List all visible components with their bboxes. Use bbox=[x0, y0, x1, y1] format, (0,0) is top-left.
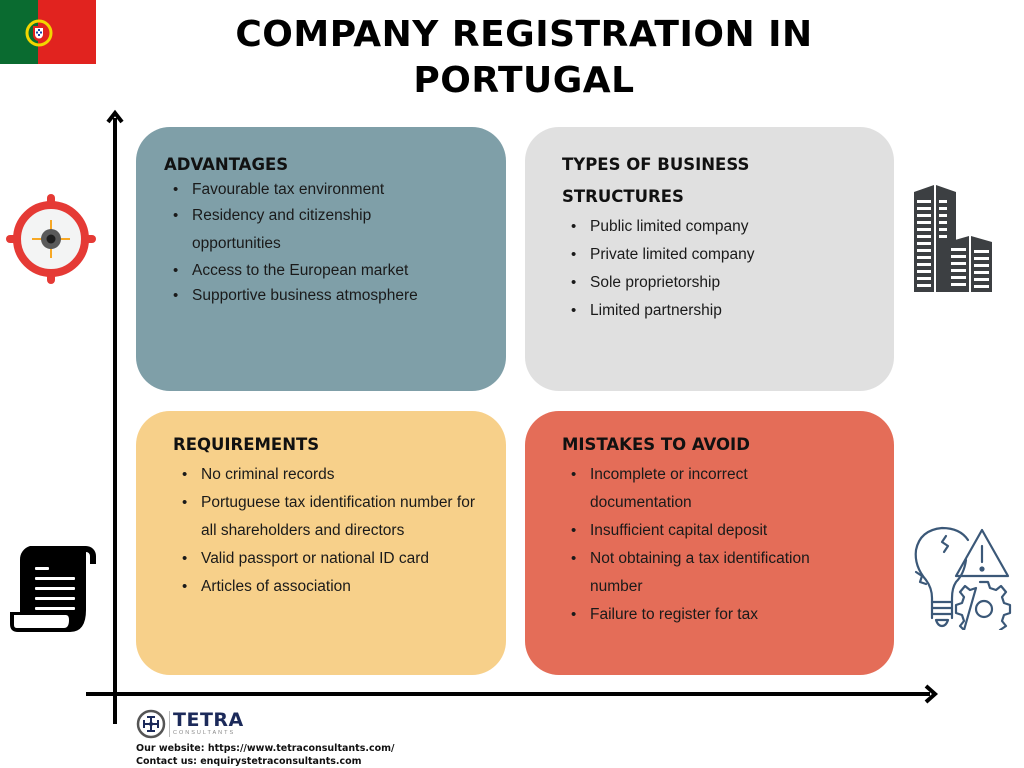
logo-subtitle: CONSULTANTS bbox=[173, 730, 236, 736]
tetra-logo-icon bbox=[136, 709, 166, 739]
list-item: Portuguese tax identification number for… bbox=[173, 489, 478, 545]
list-item: Limited partnership bbox=[562, 297, 894, 325]
footer: TETRA CONSULTANTS Our website: https://w… bbox=[136, 708, 395, 768]
title-line-2: PORTUGAL bbox=[413, 60, 635, 101]
list-item: Valid passport or national ID card bbox=[173, 545, 506, 573]
list-item: Access to the European market bbox=[164, 258, 506, 283]
buildings-icon bbox=[914, 185, 992, 292]
list-item: No criminal records bbox=[173, 461, 506, 489]
scroll-document-icon bbox=[10, 546, 96, 632]
mistakes-card: MISTAKES TO AVOID Incomplete or incorrec… bbox=[525, 411, 894, 675]
arrow-up-icon bbox=[106, 109, 124, 124]
list-item: Public limited company bbox=[562, 213, 894, 241]
mistakes-list: Incomplete or incorrect documentation In… bbox=[562, 461, 894, 629]
business-structures-list: Public limited company Private limited c… bbox=[562, 213, 894, 325]
business-structures-card: TYPES OF BUSINESS STRUCTURES Public limi… bbox=[525, 127, 894, 391]
list-item: Favourable tax environment bbox=[164, 177, 506, 202]
website-line[interactable]: Our website: https://www.tetraconsultant… bbox=[136, 743, 395, 754]
list-item: Not obtaining a tax identification numbe… bbox=[562, 545, 837, 601]
list-item: Private limited company bbox=[562, 241, 894, 269]
list-item: Supportive business atmosphere bbox=[164, 283, 506, 308]
advantages-card: ADVANTAGES Favourable tax environment Re… bbox=[136, 127, 506, 391]
advantages-heading: ADVANTAGES bbox=[164, 155, 289, 174]
advantages-list: Favourable tax environment Residency and… bbox=[164, 177, 506, 308]
x-axis-line bbox=[86, 692, 930, 696]
list-item: Insufficient capital deposit bbox=[562, 517, 894, 545]
list-item: Incomplete or incorrect documentation bbox=[562, 461, 792, 517]
requirements-heading: REQUIREMENTS bbox=[173, 435, 320, 454]
arrow-right-icon bbox=[924, 684, 939, 704]
target-icon bbox=[6, 194, 96, 284]
requirements-list: No criminal records Portuguese tax ident… bbox=[173, 461, 506, 601]
page-title: COMPANY REGISTRATION IN PORTUGAL bbox=[200, 12, 848, 104]
requirements-card: REQUIREMENTS No criminal records Portugu… bbox=[136, 411, 506, 675]
coat-of-arms-icon bbox=[25, 19, 53, 47]
business-structures-heading: TYPES OF BUSINESS STRUCTURES bbox=[562, 155, 750, 206]
y-axis-line bbox=[113, 118, 117, 724]
title-line-1: COMPANY REGISTRATION IN bbox=[235, 14, 813, 55]
list-item: Articles of association bbox=[173, 573, 506, 601]
portugal-flag-icon bbox=[0, 0, 96, 64]
list-item: Residency and citizenship opportunities bbox=[164, 202, 394, 258]
broken-bulb-warning-gear-icon bbox=[914, 526, 1012, 630]
tetra-logo: TETRA CONSULTANTS bbox=[136, 708, 395, 740]
list-item: Sole proprietorship bbox=[562, 269, 894, 297]
contact-line[interactable]: Contact us: enquirystetraconsultants.com bbox=[136, 756, 362, 767]
logo-name: TETRA bbox=[173, 709, 244, 731]
list-item: Failure to register for tax bbox=[562, 601, 894, 629]
logo-divider bbox=[169, 711, 170, 737]
mistakes-heading: MISTAKES TO AVOID bbox=[562, 435, 750, 454]
